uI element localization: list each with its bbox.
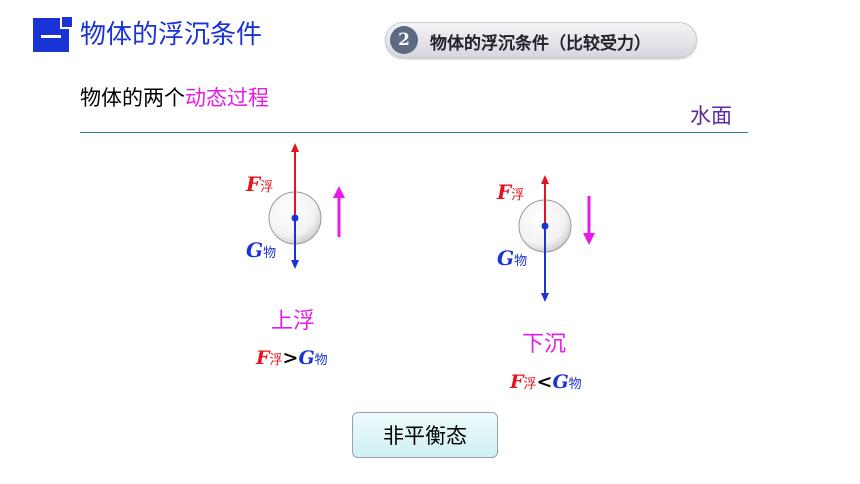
right-relation: F浮<G物 xyxy=(510,371,582,393)
right-object xyxy=(518,175,595,302)
left-relation: F浮>G物 xyxy=(256,347,328,369)
left-state-label: 上浮 xyxy=(271,309,316,334)
water-surface-label: 水面 xyxy=(690,104,732,128)
left-buoyancy-label: F浮 xyxy=(246,172,274,196)
water-surface-line xyxy=(80,132,748,133)
subtitle-highlight: 动态过程 xyxy=(185,86,269,110)
right-buoyancy-label: F浮 xyxy=(497,180,525,204)
section-pill: 2 物体的浮沉条件（比较受力） xyxy=(385,22,697,58)
section-number-badge xyxy=(33,15,74,52)
pill-text: 物体的浮沉条件（比较受力） xyxy=(430,34,651,54)
non-equilibrium-button[interactable]: 非平衡态 xyxy=(352,412,498,458)
left-object xyxy=(268,143,345,269)
pill-number: 2 xyxy=(390,26,418,54)
left-gravity-label: G物 xyxy=(246,238,277,262)
page-title: 物体的浮沉条件 xyxy=(80,20,263,50)
right-gravity-label: G物 xyxy=(497,246,528,270)
subtitle: 物体的两个动态过程 xyxy=(80,82,269,112)
subtitle-prefix: 物体的两个 xyxy=(80,86,185,110)
right-state-label: 下沉 xyxy=(522,332,567,357)
